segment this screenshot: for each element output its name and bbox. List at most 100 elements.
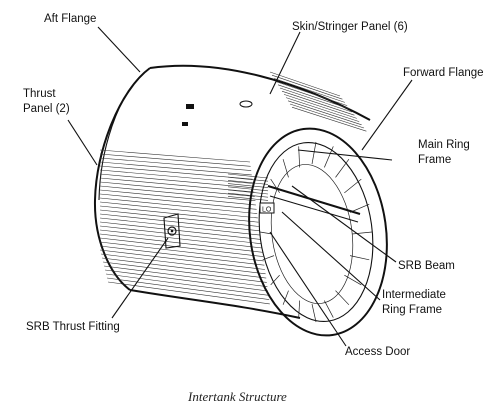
stringer-line bbox=[99, 185, 256, 201]
frame-radial bbox=[282, 159, 289, 178]
label-main-ring-1: Main Ring bbox=[418, 139, 470, 151]
stringer-line bbox=[281, 90, 355, 116]
frame-radial bbox=[262, 255, 275, 261]
stringer-line bbox=[99, 209, 260, 227]
stringer-line bbox=[287, 100, 362, 126]
stringer-line bbox=[105, 273, 269, 296]
cylinder-bottom-edge bbox=[129, 289, 301, 319]
stringer-line bbox=[275, 81, 348, 106]
stringer-line bbox=[279, 87, 353, 113]
stringer-line bbox=[291, 106, 367, 132]
stringer-line bbox=[99, 177, 255, 193]
label-access-door: Access Door bbox=[345, 346, 410, 358]
frame-radial bbox=[335, 290, 350, 306]
srb-beam bbox=[267, 185, 361, 215]
stringer-line bbox=[99, 153, 251, 167]
access-door-tag bbox=[259, 202, 275, 214]
stringer-line bbox=[271, 74, 343, 100]
frame-radial bbox=[270, 178, 280, 194]
frame-radial bbox=[311, 141, 317, 165]
stringer-line bbox=[227, 176, 269, 182]
label-skin-stringer-panel: Skin/Stringer Panel (6) bbox=[292, 21, 408, 33]
stringer-line bbox=[99, 221, 261, 240]
forward-flange-ring bbox=[248, 127, 388, 337]
stringer-line bbox=[100, 253, 266, 275]
stringer-line bbox=[99, 201, 258, 219]
stringer-line bbox=[99, 181, 255, 197]
stringer-line bbox=[289, 103, 365, 129]
label-aft-flange: Aft Flange bbox=[44, 13, 96, 25]
stringer-line bbox=[273, 78, 345, 103]
frame-radial bbox=[270, 274, 280, 286]
frame-radial bbox=[324, 300, 334, 318]
frame-radial bbox=[324, 146, 334, 168]
stringer-line bbox=[285, 97, 360, 122]
stringer-line bbox=[106, 277, 270, 300]
surface-detail bbox=[239, 100, 253, 108]
surface-detail bbox=[182, 122, 188, 126]
stringer-line bbox=[102, 261, 267, 283]
stringer-line bbox=[227, 196, 269, 201]
label-thrust-panel-1: Thrust bbox=[23, 88, 56, 100]
stringer-line bbox=[227, 183, 269, 188]
frame-radial bbox=[351, 231, 373, 235]
surface-detail bbox=[186, 104, 194, 109]
thrust-panel-hatching bbox=[99, 149, 270, 305]
stringer-line bbox=[99, 225, 262, 244]
stringer-line bbox=[99, 165, 253, 180]
stringer-line bbox=[107, 281, 270, 305]
main-ring-frame bbox=[258, 141, 374, 323]
label-intermediate-2: Ring Frame bbox=[382, 304, 442, 316]
stringer-line bbox=[99, 241, 264, 262]
figure-caption: Intertank Structure bbox=[187, 389, 287, 404]
frame-radial bbox=[349, 255, 370, 261]
stringer-line bbox=[277, 84, 350, 110]
stringer-line bbox=[99, 229, 263, 249]
stringer-line bbox=[283, 94, 357, 119]
skin-stringer-hatching bbox=[227, 71, 367, 201]
frame-radial bbox=[259, 231, 273, 235]
intertank-cylinder bbox=[93, 64, 371, 319]
frame-radial bbox=[344, 274, 362, 286]
stringer-line bbox=[99, 193, 257, 210]
label-main-ring-2: Frame bbox=[418, 154, 451, 166]
stringer-line bbox=[101, 257, 267, 279]
label-intermediate-1: Intermediate bbox=[382, 289, 446, 301]
stringer-line bbox=[99, 157, 252, 171]
frame-radial bbox=[344, 178, 362, 194]
label-forward-flange: Forward Flange bbox=[403, 67, 484, 79]
frame-radial bbox=[335, 158, 350, 178]
stringer-line bbox=[99, 249, 266, 270]
stringer-line bbox=[99, 217, 261, 236]
frame-radial bbox=[311, 303, 317, 323]
label-srb-beam: SRB Beam bbox=[398, 260, 455, 272]
stringer-line bbox=[99, 169, 254, 184]
stringer-line bbox=[227, 186, 269, 192]
stringer-line bbox=[99, 173, 254, 189]
stringer-line bbox=[99, 233, 263, 253]
door-tag-text: LO bbox=[262, 207, 272, 214]
stringer-line bbox=[227, 173, 269, 179]
srb-thrust-fitting bbox=[163, 213, 181, 249]
label-thrust-panel-2: Panel (2) bbox=[23, 103, 70, 115]
label-srb-thrust-fitting: SRB Thrust Fitting bbox=[26, 321, 120, 333]
stringer-line bbox=[99, 197, 258, 214]
stringer-line bbox=[269, 71, 341, 97]
stringer-line bbox=[99, 213, 260, 232]
forward-end: LO bbox=[248, 127, 388, 337]
intermediate-ring-frame bbox=[270, 164, 354, 304]
stringer-line bbox=[99, 237, 264, 257]
stringer-line bbox=[99, 161, 252, 176]
stringer-line bbox=[99, 149, 251, 163]
frame-radial bbox=[298, 300, 300, 318]
stringer-line bbox=[99, 245, 265, 266]
frame-radial bbox=[282, 290, 289, 305]
labels: Aft Flange Skin/Stringer Panel (6) Forwa… bbox=[23, 13, 484, 358]
stringer-line bbox=[103, 265, 268, 287]
leader-lines bbox=[67, 26, 413, 347]
stringer-line bbox=[104, 269, 269, 292]
stringer-line bbox=[99, 189, 257, 206]
stringer-line bbox=[227, 180, 269, 185]
